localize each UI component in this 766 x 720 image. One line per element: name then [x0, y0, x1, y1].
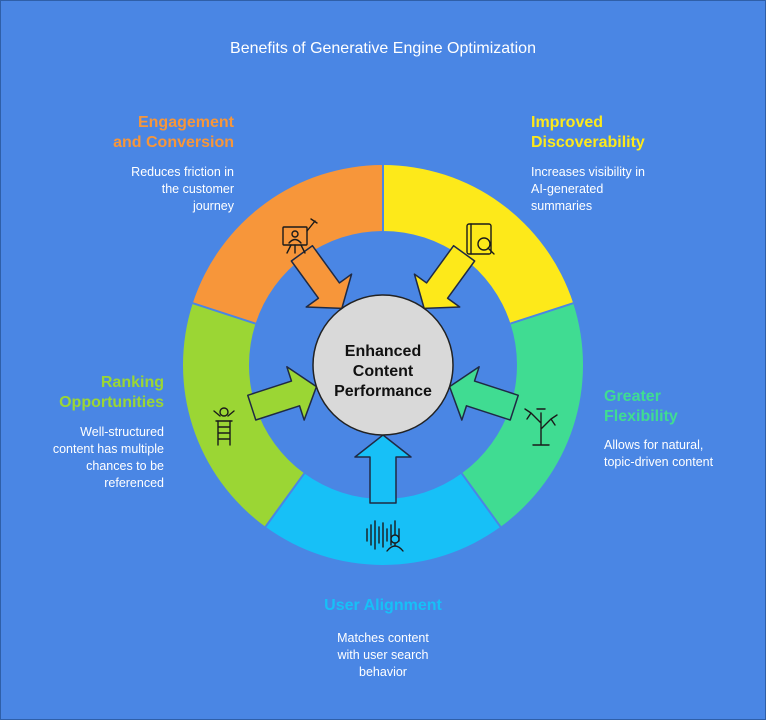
discoverability-description: Increases visibility in AI-generated sum… [531, 164, 711, 215]
alignment-label: User Alignment [283, 596, 483, 616]
engagement-desc-line2: the customer [161, 182, 234, 196]
segment-divider [264, 472, 306, 528]
voice-user-icon [366, 520, 404, 552]
alignment-label-line1: User Alignment [324, 597, 442, 614]
flexibility-label: Greater Flexibility [604, 387, 754, 427]
alignment-description: Matches content with user search behavio… [283, 630, 483, 681]
ranking-desc-line3: chances to be [86, 459, 164, 473]
discoverability-label: Improved Discoverability [531, 113, 711, 153]
diagram-title: Benefits of Generative Engine Optimizati… [230, 40, 536, 57]
engagement-label-line2: and Conversion [113, 134, 234, 151]
alignment-segment [265, 473, 501, 565]
ranking-desc-line1: Well-structured [80, 425, 164, 439]
ranking-label: Ranking Opportunities [14, 373, 164, 413]
ladder-climb-icon [213, 407, 235, 446]
segment-divider [192, 302, 256, 325]
flexibility-desc-line1: Allows for natural, [604, 438, 704, 452]
alignment-desc-line3: behavior [359, 665, 407, 679]
ranking-desc-line4: referenced [104, 476, 164, 490]
discoverability-label-line2: Discoverability [531, 134, 645, 151]
discoverability-arrow [413, 244, 476, 310]
flexibility-segment [461, 303, 583, 527]
engagement-arrow [290, 244, 353, 310]
alignment-desc-line1: Matches content [337, 631, 429, 645]
segment-divider [460, 472, 502, 528]
ranking-segment [182, 303, 305, 527]
flexibility-label-line2: Flexibility [604, 408, 678, 425]
engagement-label: Engagement and Conversion [74, 113, 234, 153]
ranking-desc-line2: content has multiple [52, 442, 164, 456]
flexibility-arrow [448, 366, 520, 421]
segment-divider [510, 302, 574, 325]
flexibility-description: Allows for natural, topic-driven content [604, 437, 759, 471]
center-label: Enhanced Content Performance [313, 342, 453, 402]
ranking-description: Well-structured content has multiple cha… [14, 424, 164, 492]
book-search-icon [466, 223, 495, 255]
center-label-line1: Enhanced [344, 343, 422, 360]
center-circle [312, 294, 454, 436]
center-label-line3: Performance [334, 383, 432, 400]
engagement-segment [192, 165, 383, 324]
ranking-label-line2: Opportunities [59, 394, 164, 411]
tree-icon [524, 408, 558, 446]
center-label-line2: Content [352, 363, 414, 380]
alignment-arrow [354, 434, 412, 504]
presentation-icon [282, 218, 318, 254]
alignment-desc-line2: with user search [337, 648, 429, 662]
engagement-label-line1: Engagement [137, 114, 234, 131]
ranking-arrow [246, 366, 318, 421]
flexibility-label-line1: Greater [604, 388, 661, 405]
discoverability-desc-line2: AI-generated [531, 182, 604, 196]
ranking-label-line1: Ranking [100, 374, 164, 391]
engagement-desc-line3: journey [193, 199, 234, 213]
discoverability-label-line1: Improved [531, 114, 604, 131]
discoverability-desc-line1: Increases visibility in [531, 165, 645, 179]
flexibility-desc-line2: topic-driven content [604, 455, 714, 469]
engagement-desc-line1: Reduces friction in [131, 165, 234, 179]
discoverability-desc-line3: summaries [531, 199, 593, 213]
engagement-description: Reduces friction in the customer journey [74, 164, 234, 215]
